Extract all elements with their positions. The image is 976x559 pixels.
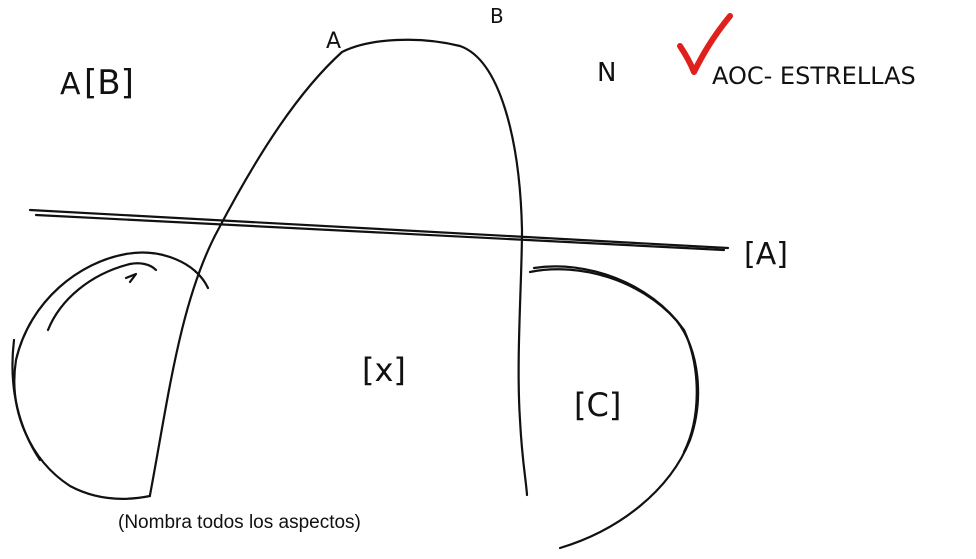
right-loop-second-stroke	[532, 265, 698, 454]
checkmark-text: AOC- ESTRELLAS	[712, 62, 916, 90]
right-label: [C]	[574, 386, 621, 424]
horizontal-line	[28, 208, 730, 250]
center-label: [x]	[362, 351, 406, 389]
checkmark-icon	[677, 13, 733, 75]
horizontal-line-second-stroke	[34, 213, 726, 252]
top-right-mark: N	[597, 58, 616, 88]
central-arch	[148, 38, 529, 497]
right-loop	[528, 268, 700, 550]
left-loop-outer-stroke	[11, 338, 42, 462]
caption-text: (Nombra todos los aspectos)	[118, 512, 361, 533]
line-label: [A]	[744, 237, 788, 272]
top-left-mark: A	[60, 67, 81, 102]
arch-top-left-mark: A	[326, 29, 341, 54]
left-loop-scribble	[124, 272, 138, 284]
left-loop	[13, 251, 210, 500]
arch-top-right-mark: B	[490, 4, 504, 28]
top-left-label: [B]	[84, 63, 134, 103]
left-loop-inner-stroke	[46, 262, 158, 332]
